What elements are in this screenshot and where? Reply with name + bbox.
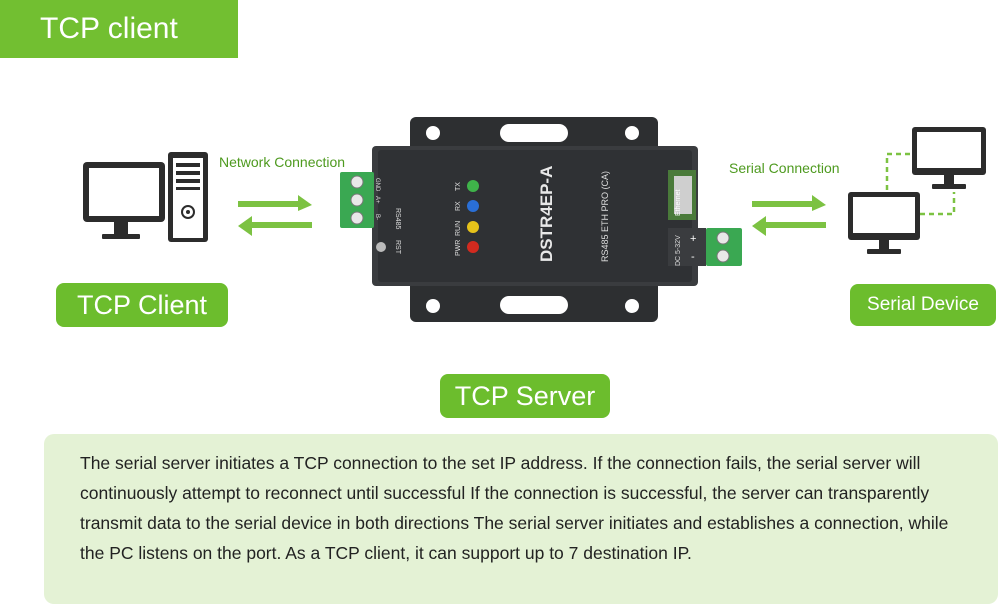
device-subtitle-text: RS485 ETH PRO (CA) — [600, 171, 610, 262]
terminal-minus-text: - — [691, 251, 695, 263]
serial-monitor-bottom-icon — [848, 192, 920, 254]
serial-monitor-top-icon — [912, 127, 986, 189]
device-unit — [340, 117, 742, 322]
network-connection-label: Network Connection — [219, 154, 346, 170]
serial-connection-label: Serial Connection — [729, 160, 840, 176]
port-ethernet-text: Ethernet — [675, 189, 682, 216]
led-pwr-label: PWR — [455, 240, 462, 256]
led-run-label: RUN — [455, 221, 462, 236]
tcp-client-badge: TCP Client — [56, 283, 228, 327]
title-banner: TCP client — [0, 0, 238, 58]
device-model-text: DSTR4EP-A — [537, 166, 556, 262]
diagram-canvas: DSTR4EP-A RS485 ETH PRO (CA) RS485 RST E… — [83, 117, 986, 322]
bidirectional-arrows-left-icon — [238, 195, 312, 236]
port-rst-text: RST — [394, 240, 401, 255]
terminal-plus-text: + — [690, 233, 696, 245]
serial-dashed-link-icon — [885, 152, 956, 216]
led-tx-label: TX — [455, 182, 462, 191]
port-rs485-text: RS485 — [394, 208, 401, 230]
tcp-server-badge: TCP Server — [440, 374, 610, 418]
power-label-text: DC 5-32V — [675, 235, 682, 266]
description-box: The serial server initiates a TCP connec… — [44, 434, 998, 604]
terminal-gnd-text: GND — [374, 178, 380, 192]
description-text: The serial server initiates a TCP connec… — [80, 453, 949, 563]
bidirectional-arrows-right-icon — [752, 195, 826, 236]
terminal-a-text: A+ — [374, 196, 380, 204]
pc-tower-icon — [168, 152, 208, 242]
terminal-b-text: B- — [374, 214, 380, 220]
serial-device-badge: Serial Device — [850, 284, 996, 326]
led-rx-label: RX — [455, 201, 462, 211]
pc-monitor-icon — [83, 162, 165, 239]
